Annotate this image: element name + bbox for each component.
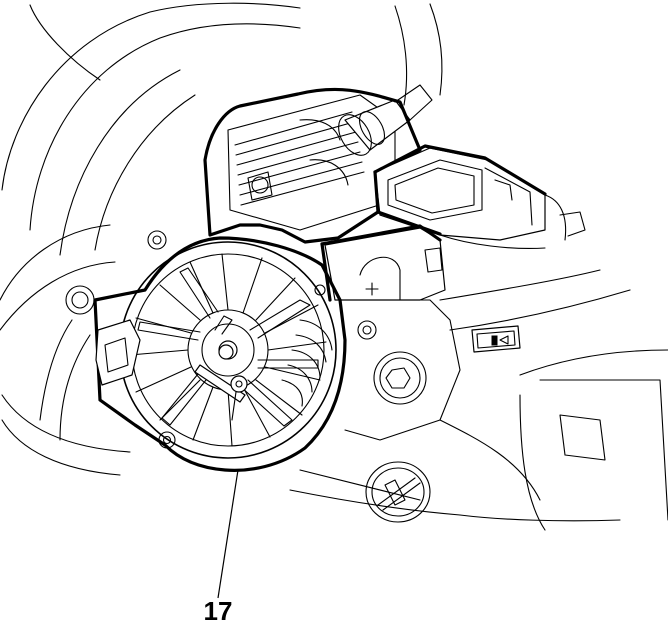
hex-plug <box>373 351 427 405</box>
callout-number: 17 <box>203 596 233 626</box>
ignition-module <box>194 315 248 421</box>
left-housing-tab <box>95 319 141 386</box>
carburetor-box <box>373 144 586 249</box>
callout-leader-line <box>217 469 239 599</box>
front-handle <box>1 2 443 476</box>
cylinder-cover-outline <box>203 87 422 244</box>
hand-guard <box>0 224 116 441</box>
oil-cap <box>365 461 431 523</box>
flywheel-cover-outline <box>93 236 347 472</box>
crankcase <box>289 269 668 531</box>
stop-switch-icon <box>471 325 521 353</box>
flywheel <box>119 241 337 459</box>
side-cover-panel <box>320 224 446 302</box>
mounting-screws <box>65 171 377 449</box>
spark-plug <box>338 84 433 156</box>
